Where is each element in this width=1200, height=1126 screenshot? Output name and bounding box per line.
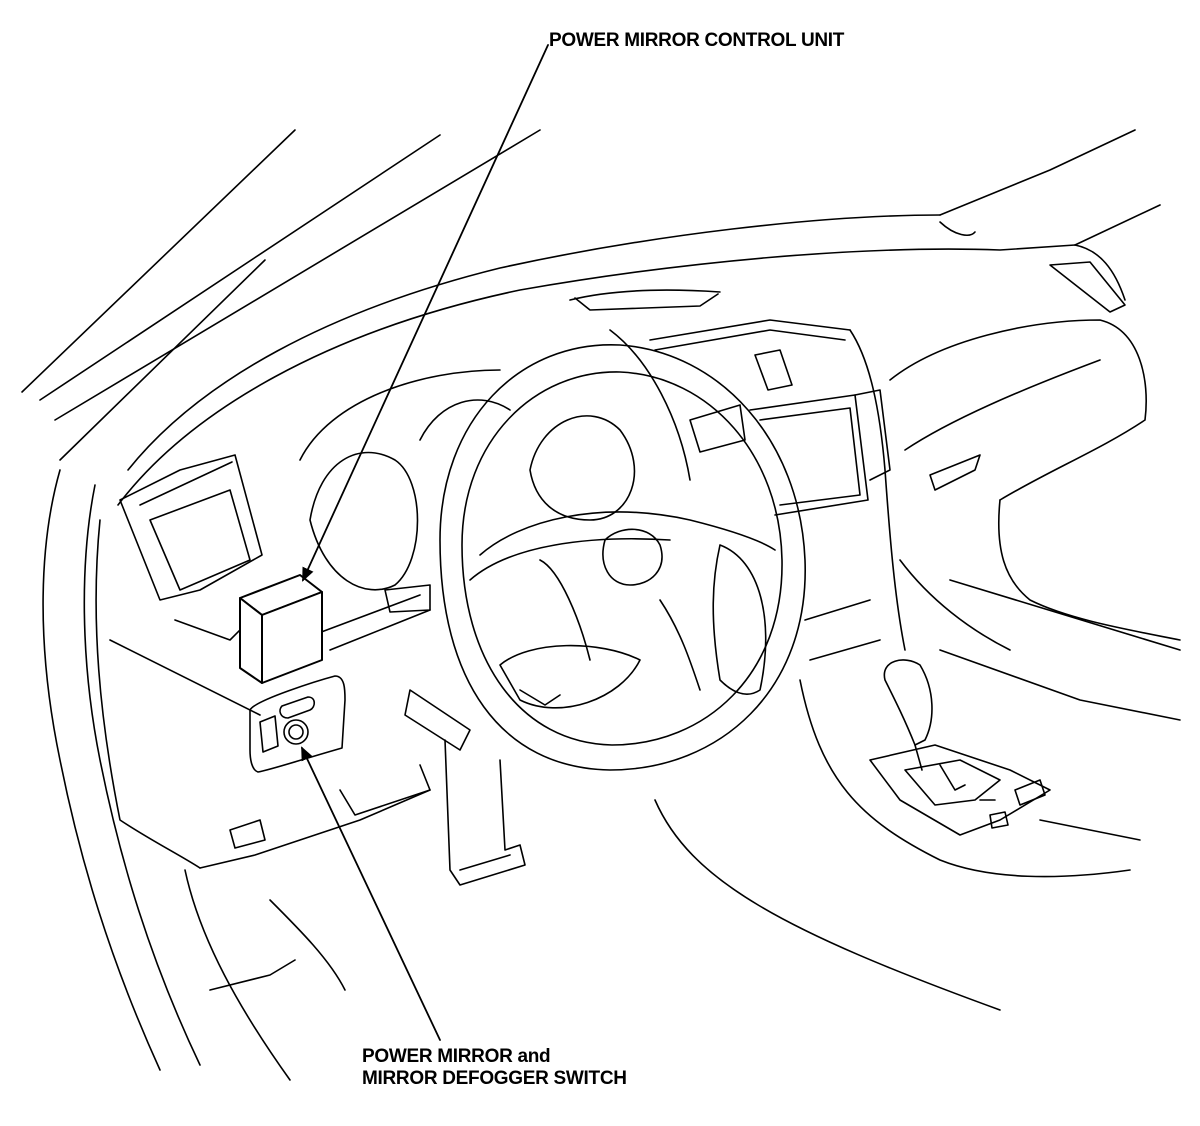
left-body-edge — [42, 469, 291, 1081]
center-stack — [649, 319, 906, 661]
steering-wheel — [439, 344, 806, 771]
floor-lines — [209, 799, 1001, 1011]
mirror-switch-panel — [249, 675, 346, 773]
left-vent — [119, 454, 263, 601]
steering-column — [404, 689, 526, 886]
callout-leaders — [301, 44, 549, 1041]
a-pillar-lines — [21, 129, 541, 461]
control-unit-leader — [302, 44, 549, 582]
dashboard-top — [117, 129, 1161, 506]
control-unit-label: POWER MIRROR CONTROL UNIT — [549, 30, 845, 51]
switch-leader — [301, 746, 441, 1041]
power-mirror-control-unit — [239, 574, 323, 684]
switch-label: POWER MIRROR and MIRROR DEFOGGER SWITCH — [362, 1046, 627, 1090]
gauge-cluster — [299, 329, 691, 613]
switch-label-line2: MIRROR DEFOGGER SWITCH — [362, 1068, 627, 1089]
lower-left-panel — [95, 519, 431, 869]
switch-label-line1: POWER MIRROR and — [362, 1046, 551, 1067]
passenger-dash — [889, 319, 1181, 651]
center-console — [799, 649, 1181, 878]
